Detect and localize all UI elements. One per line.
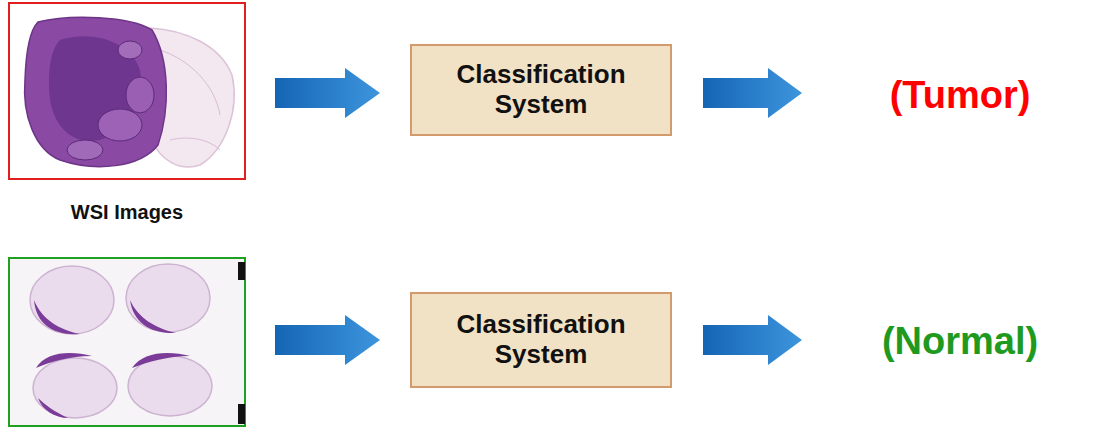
class-label: (Normal) [815, 314, 1105, 368]
process-box: Classification System [410, 44, 672, 136]
box-label: Classification System [426, 60, 656, 120]
normal-slide [9, 258, 245, 426]
box-label: Classification System [426, 310, 656, 370]
caption-label: WSI Images [20, 197, 234, 227]
tumor-slide [9, 3, 245, 179]
class-label: (Tumor) [815, 68, 1105, 122]
process-box: Classification System [410, 292, 672, 388]
